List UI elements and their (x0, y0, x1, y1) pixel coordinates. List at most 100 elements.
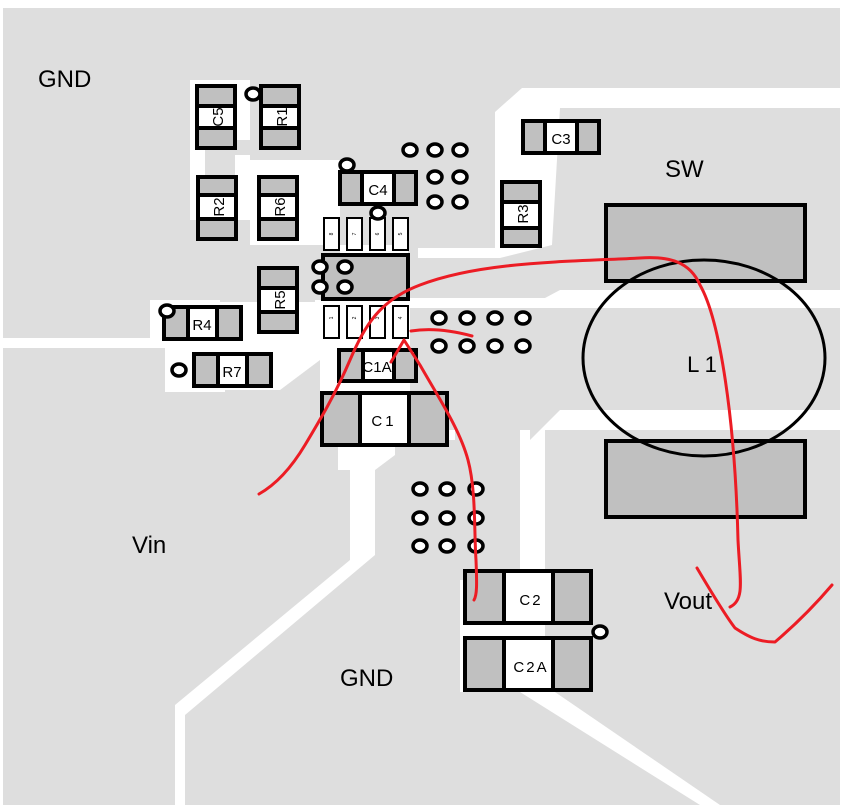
component-r3: R3 (500, 180, 542, 248)
component-pad (392, 170, 418, 206)
component-c1a: C1A (337, 348, 418, 383)
pin-label: 1 (329, 316, 335, 319)
ref-r6: R6 (272, 197, 289, 216)
inductor-l1: L 1 (581, 203, 827, 519)
component-pad (257, 175, 299, 197)
component-r5: R5 (257, 266, 299, 334)
ref-r3: R3 (515, 204, 532, 223)
vout-pour (545, 430, 840, 805)
component-pad (463, 636, 506, 692)
component-pad (320, 391, 362, 447)
component-body (186, 305, 219, 341)
pin-label: 4 (398, 316, 404, 319)
via (451, 169, 469, 185)
via (430, 310, 448, 326)
component-pad (257, 217, 299, 241)
component-c2: C2 (463, 569, 593, 625)
l1-pad-vout (604, 439, 807, 519)
ic-pin (323, 217, 340, 251)
ref-l1: L 1 (687, 352, 717, 377)
via (486, 310, 504, 326)
component-c2a: C2A (463, 636, 593, 692)
component-pad (259, 84, 301, 108)
component-pad (551, 569, 593, 625)
ref-r7: R7 (222, 364, 241, 381)
component-pad (551, 636, 593, 692)
via (336, 259, 354, 275)
ic-pin (323, 305, 340, 339)
pin-label: 2 (352, 316, 358, 319)
net-label-vin: Vin (132, 532, 166, 559)
via (369, 205, 387, 221)
component-body (257, 286, 299, 314)
pin-label: 5 (398, 232, 404, 235)
component-pad (195, 126, 237, 150)
component-body (360, 170, 396, 206)
via (411, 481, 429, 497)
component-pad (259, 126, 301, 150)
ref-r2: R2 (211, 197, 228, 216)
ref-c2: C2 (519, 592, 542, 609)
ref-c2a: C2A (513, 659, 548, 676)
via (438, 481, 456, 497)
ic-pin (392, 305, 409, 339)
via (438, 538, 456, 554)
net-label-sw: SW (665, 156, 704, 183)
via (311, 259, 329, 275)
ic-bottom-pins: 1 2 3 4 (323, 305, 409, 339)
component-body (500, 200, 542, 230)
component-pad (196, 175, 238, 197)
trace (205, 150, 235, 175)
pin-label: 8 (329, 232, 335, 235)
l1-outline (581, 258, 827, 458)
via (438, 510, 456, 526)
ic-pin (392, 217, 409, 251)
component-pad (500, 180, 542, 204)
via (430, 338, 448, 354)
via (451, 194, 469, 210)
via (338, 157, 356, 173)
ref-c3: C3 (551, 131, 570, 148)
via (336, 279, 354, 295)
via (401, 142, 419, 158)
via (451, 142, 469, 158)
component-pad (257, 310, 299, 334)
component-pad (245, 352, 273, 388)
via (591, 624, 609, 640)
pin-label: 7 (352, 232, 358, 235)
pin-label: 3 (375, 316, 381, 319)
component-c4: C4 (338, 170, 418, 206)
component-pad (521, 119, 547, 155)
via (426, 169, 444, 185)
ink-pin4-to-via (409, 328, 474, 338)
vin-pour (3, 348, 350, 805)
via (411, 510, 429, 526)
ink-pin4-to-c2 (389, 338, 479, 602)
ic-top-pins: 8 7 6 5 (323, 217, 409, 251)
via (244, 86, 262, 102)
component-pad (257, 266, 299, 290)
via (458, 310, 476, 326)
component-pad (195, 84, 237, 108)
via (514, 310, 532, 326)
ref-c4: C4 (368, 182, 387, 199)
pin-label: 6 (375, 232, 381, 235)
component-pad (463, 569, 506, 625)
via (486, 338, 504, 354)
via (158, 303, 176, 319)
ref-c1a: C1A (362, 359, 391, 376)
ref-c5: C5 (210, 107, 227, 126)
component-body (358, 391, 411, 447)
component-pad (215, 305, 243, 341)
via (514, 338, 532, 354)
ink-vin-to-sw (257, 256, 742, 609)
component-c5: C5 (195, 84, 237, 150)
component-c1: C1 (320, 391, 449, 447)
ic-thermal-pad (321, 253, 410, 301)
gnd-bottom-pour (185, 420, 700, 805)
via (426, 194, 444, 210)
component-r2: R2 (196, 175, 238, 241)
ic-pin (346, 305, 363, 339)
component-c3: C3 (521, 119, 601, 155)
